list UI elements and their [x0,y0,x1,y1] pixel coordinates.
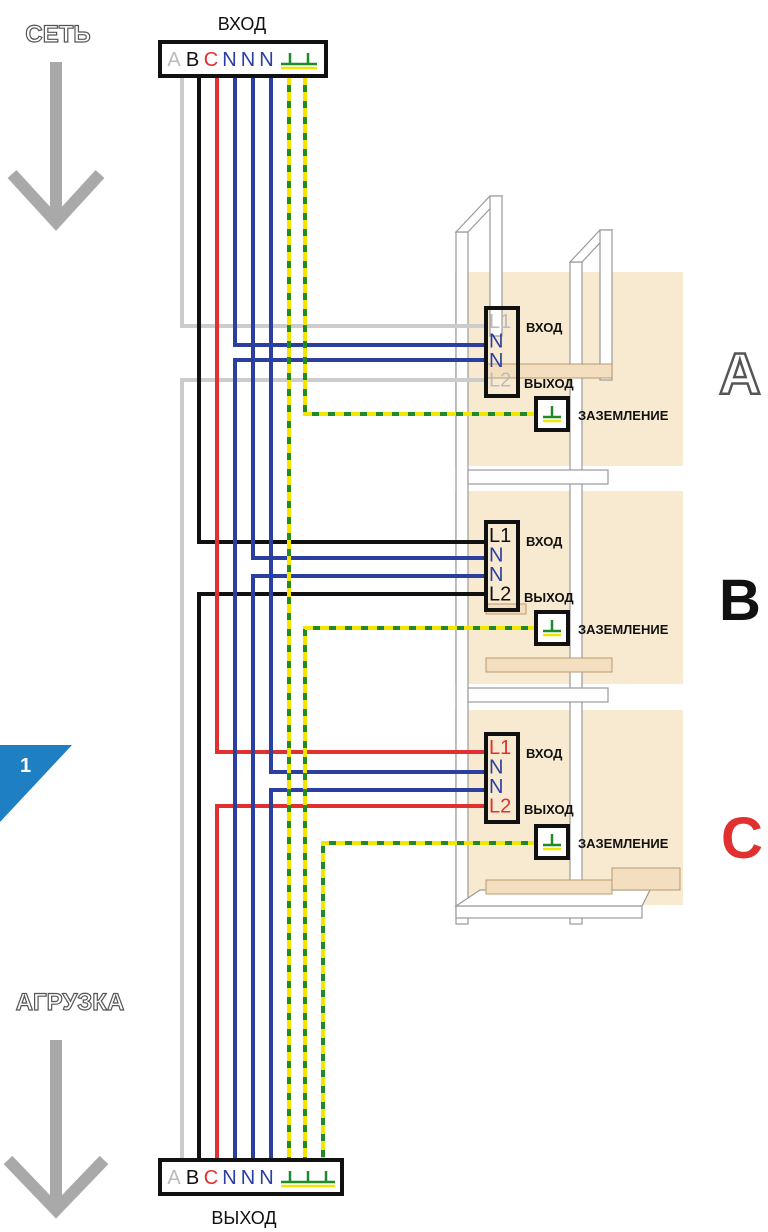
terminal-letter: A [167,49,181,71]
phase-blocks: L1NNL2ВХОДВЫХОДЗАЗЕМЛЕНИЕAL1NNL2ВХОДВЫХО… [484,306,763,871]
phase-terminal-frame [484,520,520,612]
phase-output-label: ВЫХОД [524,590,574,605]
phase-a-wire-out [180,378,486,1160]
ground-icon [317,1171,335,1188]
phase-c-wire-out [215,804,486,1160]
phase-terminal-label: L2 [489,370,511,392]
ground-terminal-box [534,396,570,432]
phase-name-label: C [721,806,763,871]
ground-icon [543,834,561,851]
network-arrow [7,62,105,231]
phase-terminal-frame [484,732,520,824]
phase-a-wire-in [180,76,486,328]
ground-icon [299,53,317,70]
phase-name-label: A [719,342,761,407]
phase-terminal-label: L2 [489,796,511,818]
terminal-letter: B [186,49,199,71]
terminal-letter: N [259,49,273,71]
phase-input-label: ВХОД [526,320,563,335]
phase-ground-label: ЗАЗЕМЛЕНИЕ [578,836,669,851]
input-terminal-block [158,40,328,78]
phase-terminal-label: N [489,331,503,353]
ground-icon [299,1171,317,1188]
terminal-letter: B [186,1167,199,1189]
phase-terminal-label: L1 [489,737,511,759]
ground-terminal-box [534,824,570,860]
terminal-letter: N [222,1167,236,1189]
phase-output-label: ВЫХОД [524,802,574,817]
neutral-3-b [269,788,486,1160]
wires [180,76,537,1160]
ground-wire-c [321,841,537,1160]
input-terminal-title: ВХОД [218,14,266,34]
phase-terminal-label: N [489,757,503,779]
load-arrow [3,1040,109,1219]
phase-terminal-label: L1 [489,525,511,547]
neutral-3-a [269,76,486,774]
phase-terminal-label: N [489,545,503,567]
ground-wire-b [303,626,537,1160]
output-terminal-block [158,1158,344,1196]
neutral-1-b [233,358,486,1160]
badge-label: 1 [20,755,31,777]
ground-icon [543,406,561,423]
phase-input-label: ВХОД [526,534,563,549]
phase-output-label: ВЫХОД [524,376,574,391]
phase-terminal-label: N [489,776,503,798]
terminal-letter: N [241,1167,255,1189]
terminal-letter: C [204,49,218,71]
neutral-2-a [251,76,486,560]
neutral-1-a [233,76,486,347]
ground-wire-a [303,76,537,416]
ground-icon [281,53,299,70]
network-label: СЕТЬ [25,21,90,48]
phase-terminal-label: N [489,350,503,372]
phase-terminal-label: L1 [489,311,511,333]
ground-icon [543,620,561,637]
phase-ground-label: ЗАЗЕМЛЕНИЕ [578,408,669,423]
terminal-letter: N [241,49,255,71]
phase-c-wire-in [215,76,486,754]
phase-name-label: B [719,568,761,633]
terminal-letter: N [222,49,236,71]
neutral-2-b [251,574,486,1160]
load-label: АГРУЗКА [16,989,125,1016]
output-terminal-title: ВЫХОД [211,1208,276,1228]
ground-icon [281,1171,299,1188]
phase-b-wire-out [197,592,486,1160]
phase-terminal-frame [484,306,520,398]
terminal-letter: C [204,1167,218,1189]
phase-input-label: ВХОД [526,746,563,761]
terminal-letter: N [259,1167,273,1189]
badge-shape [0,745,72,822]
phase-terminal-label: L2 [489,584,511,606]
terminal-letter: A [167,1167,181,1189]
phase-ground-label: ЗАЗЕМЛЕНИЕ [578,622,669,637]
phase-b-wire-in [197,76,486,544]
phase-terminal-label: N [489,564,503,586]
